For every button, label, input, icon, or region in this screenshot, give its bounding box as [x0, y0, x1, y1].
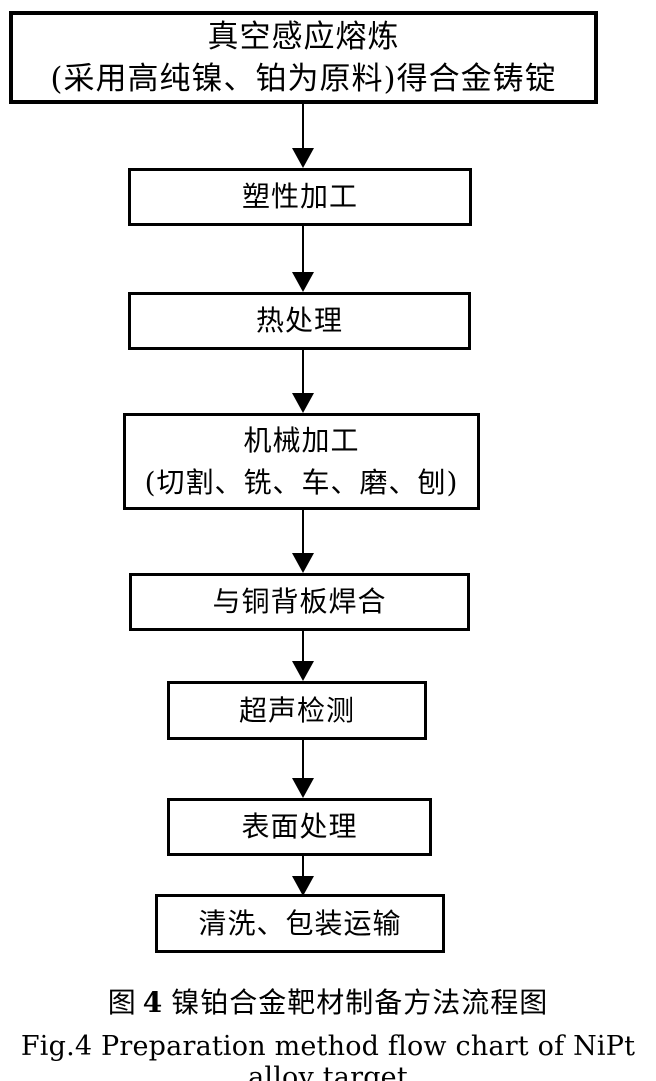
- step-text-line: (采用高纯镍、铂为原料)得合金铸锭: [50, 60, 557, 97]
- arrow-head-icon: [292, 553, 314, 573]
- step-cleaning-packaging-transport: 清洗、包装运输: [155, 894, 445, 953]
- arrow-shaft: [302, 104, 304, 148]
- flow-arrow: [292, 226, 314, 292]
- arrow-head-icon: [292, 876, 314, 896]
- step-text-line: 热处理: [255, 304, 343, 337]
- step-text-line: 真空感应熔炼: [207, 18, 400, 55]
- figure-number: 4: [142, 986, 164, 1019]
- step-text-line: 清洗、包装运输: [198, 906, 402, 940]
- arrow-shaft: [302, 226, 304, 272]
- arrow-head-icon: [292, 272, 314, 292]
- step-text-line: (切割、铣、车、磨、刨): [144, 465, 459, 499]
- arrow-head-icon: [292, 393, 314, 413]
- step-surface-treatment: 表面处理: [167, 798, 432, 856]
- flow-arrow: [292, 350, 314, 413]
- step-welding-copper-backplate: 与铜背板焊合: [129, 573, 470, 631]
- caption-prefix: 图: [107, 986, 137, 1019]
- flow-arrow: [292, 510, 314, 573]
- step-ultrasonic-testing: 超声检测: [167, 681, 427, 740]
- caption-title: 镍铂合金靶材制备方法流程图: [171, 986, 549, 1019]
- arrow-head-icon: [292, 148, 314, 168]
- step-heat-treatment: 热处理: [128, 292, 471, 350]
- step-text-line: 塑性加工: [241, 180, 358, 213]
- arrow-shaft: [302, 740, 304, 778]
- arrow-shaft: [302, 631, 304, 661]
- step-text-line: 机械加工: [243, 423, 360, 457]
- step-machining: 机械加工 (切割、铣、车、磨、刨): [123, 413, 480, 510]
- figure-caption-en: Fig.4 Preparation method flow chart of N…: [20, 1031, 636, 1081]
- step-plastic-working: 塑性加工: [128, 168, 472, 226]
- arrow-head-icon: [292, 661, 314, 681]
- flow-arrow: [292, 631, 314, 681]
- flow-arrow: [292, 856, 314, 896]
- arrow-shaft: [302, 856, 304, 876]
- step-text-line: 超声检测: [238, 693, 355, 727]
- step-text-line: 与铜背板焊合: [212, 585, 387, 618]
- arrow-head-icon: [292, 778, 314, 798]
- step-vacuum-induction-melting: 真空感应熔炼 (采用高纯镍、铂为原料)得合金铸锭: [9, 11, 598, 104]
- arrow-shaft: [302, 510, 304, 553]
- flow-arrow: [292, 104, 314, 168]
- step-text-line: 表面处理: [241, 810, 358, 843]
- flow-arrow: [292, 740, 314, 798]
- arrow-shaft: [302, 350, 304, 393]
